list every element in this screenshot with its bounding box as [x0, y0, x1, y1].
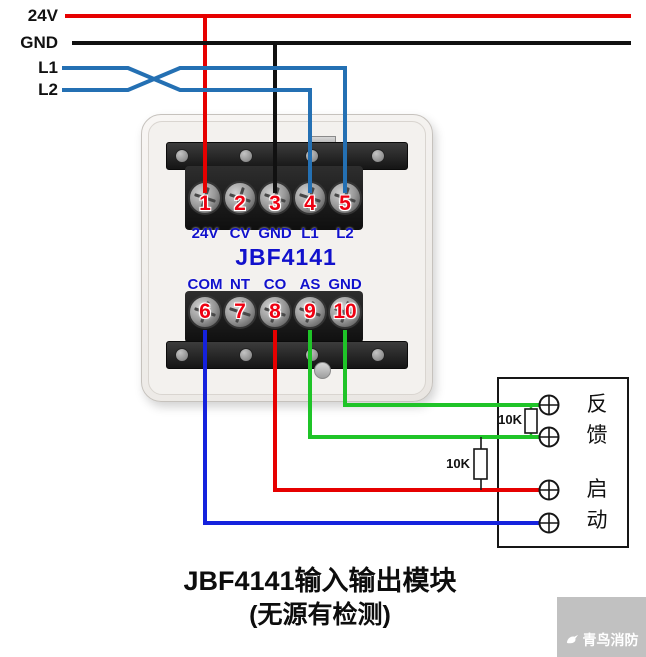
terminal-screw-9 [293, 295, 327, 329]
feedback-label: 反 馈 [586, 393, 608, 447]
terminal-label: L1 [301, 225, 319, 242]
wire-co-to-start [273, 330, 540, 492]
wire-l2 [62, 66, 347, 193]
start-terminal-bottom [538, 512, 560, 534]
terminal-label: COM [187, 276, 223, 293]
rail-screw [175, 348, 189, 362]
terminal-screw-2 [223, 181, 257, 215]
feedback-terminal-bottom [538, 426, 560, 448]
terminal-number: 10 [333, 300, 357, 323]
bus-label-24v: 24V [27, 6, 58, 25]
bird-logo-icon [565, 632, 580, 647]
resistor-value-outside: 10K [446, 456, 470, 471]
terminal-label: NT [230, 276, 250, 293]
terminal-label: 24V [191, 225, 219, 242]
diagram-subtitle: (无源有检测) [249, 601, 391, 629]
terminal-screw-4 [293, 181, 327, 215]
mounting-screw-bottom [314, 362, 331, 379]
wire-as-to-feedback [308, 330, 540, 439]
resistor-value-inside: 10K [498, 412, 522, 427]
terminal-label: CV [229, 225, 251, 242]
terminal-screw-10 [328, 295, 362, 329]
terminal-number: 9 [304, 300, 316, 323]
terminal-number: 5 [339, 192, 351, 215]
terminal-number: 1 [199, 192, 211, 215]
diagram-title: JBF4141输入输出模块 [183, 566, 457, 596]
bus-label-l2: L2 [38, 80, 58, 99]
wire-com-to-start [203, 330, 540, 525]
wire-l1 [62, 66, 312, 193]
terminal-label: GND [328, 276, 362, 293]
terminal-number: 2 [234, 192, 246, 215]
terminal-number: 7 [234, 300, 246, 323]
start-terminal-top [538, 479, 560, 501]
bus-label-gnd: GND [20, 33, 58, 52]
brand-name: 青鸟消防 [582, 631, 639, 648]
terminal-label: GND [258, 225, 292, 242]
line-monitor-resistor [473, 448, 488, 480]
terminal-number: 6 [199, 300, 211, 323]
rail-screw [175, 149, 189, 163]
bus-label-l1: L1 [38, 58, 58, 77]
module-model-name: JBF4141 [235, 244, 337, 270]
terminal-label: AS [299, 276, 321, 293]
terminal-number: 8 [269, 300, 281, 323]
terminal-label: L2 [336, 225, 354, 242]
rail-screw [239, 149, 253, 163]
feedback-terminal-top [538, 394, 560, 416]
feedback-eol-resistor [524, 408, 538, 434]
rail-screw [371, 348, 385, 362]
field-device-box [497, 377, 629, 548]
terminal-number: 3 [269, 192, 281, 215]
terminal-screw-7 [223, 295, 257, 329]
wire-gnd10-to-feedback [343, 330, 540, 407]
brand-watermark: 青鸟消防 [557, 597, 646, 657]
start-label: 启 动 [586, 478, 608, 532]
terminal-label: CO [263, 276, 287, 293]
terminal-number: 4 [304, 192, 316, 215]
terminal-screw-8 [258, 295, 292, 329]
rail-screw [239, 348, 253, 362]
terminal-screw-6 [188, 295, 222, 329]
rail-screw [371, 149, 385, 163]
